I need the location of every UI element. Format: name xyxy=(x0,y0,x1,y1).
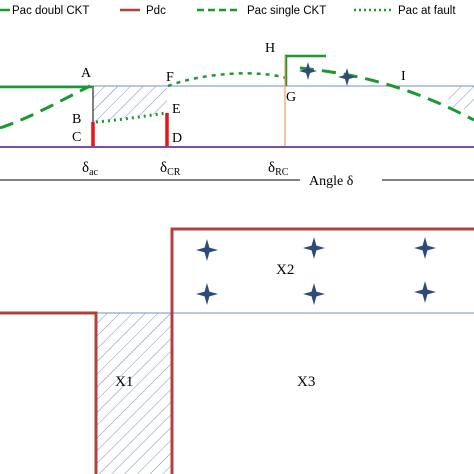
region-label-x2: X2 xyxy=(276,262,294,278)
pac-fault-curve xyxy=(95,111,167,124)
point-label-a: A xyxy=(81,66,92,81)
hatched-area-right xyxy=(444,86,474,110)
pac-single-curve-falling xyxy=(299,66,474,122)
legend-pac-fault: Pac at fault xyxy=(398,5,456,17)
point-label-e: E xyxy=(172,102,181,117)
area-panel: X2 X1 X3 xyxy=(0,227,474,474)
legend-pac-double: Pac doubl CKT xyxy=(12,5,89,17)
legend-pdc: Pdc xyxy=(146,5,166,17)
angle-label-cr: δCR xyxy=(160,160,181,178)
power-angle-panel: A B C F E D H G I δac δCR δRC Angle δ xyxy=(0,41,474,189)
star-icon xyxy=(196,239,218,261)
pac-single-curve-peak xyxy=(167,72,287,88)
angle-label-ac: δac xyxy=(82,160,99,178)
point-label-h: H xyxy=(265,41,275,56)
pac-single-curve-rising xyxy=(0,84,91,130)
star-icon xyxy=(414,281,436,303)
point-label-c: C xyxy=(72,130,81,145)
star-icon xyxy=(414,237,436,259)
star-icon xyxy=(196,283,218,305)
hatched-area-accelerating xyxy=(93,86,167,122)
point-label-b: B xyxy=(72,112,81,127)
angle-label-rc: δRC xyxy=(268,160,289,178)
reclosure-jump xyxy=(284,54,326,86)
legend: Pac doubl CKT Pdc Pac single CKT Pac at … xyxy=(0,5,456,17)
point-label-f: F xyxy=(166,70,174,85)
star-icon xyxy=(338,68,356,86)
point-label-g: G xyxy=(286,90,296,105)
point-label-d: D xyxy=(172,131,182,146)
legend-pac-single: Pac single CKT xyxy=(247,5,326,17)
angle-axis-label: Angle δ xyxy=(309,174,354,189)
region-label-x3: X3 xyxy=(297,374,315,390)
hatched-area-x1 xyxy=(96,313,172,474)
area-power-curve xyxy=(0,311,98,474)
star-icon xyxy=(303,283,325,305)
region-label-x1: X1 xyxy=(115,374,133,390)
star-icon xyxy=(303,237,325,259)
star-icon xyxy=(299,62,317,80)
point-label-i: I xyxy=(401,69,406,84)
area-power-curve-step xyxy=(170,227,474,474)
